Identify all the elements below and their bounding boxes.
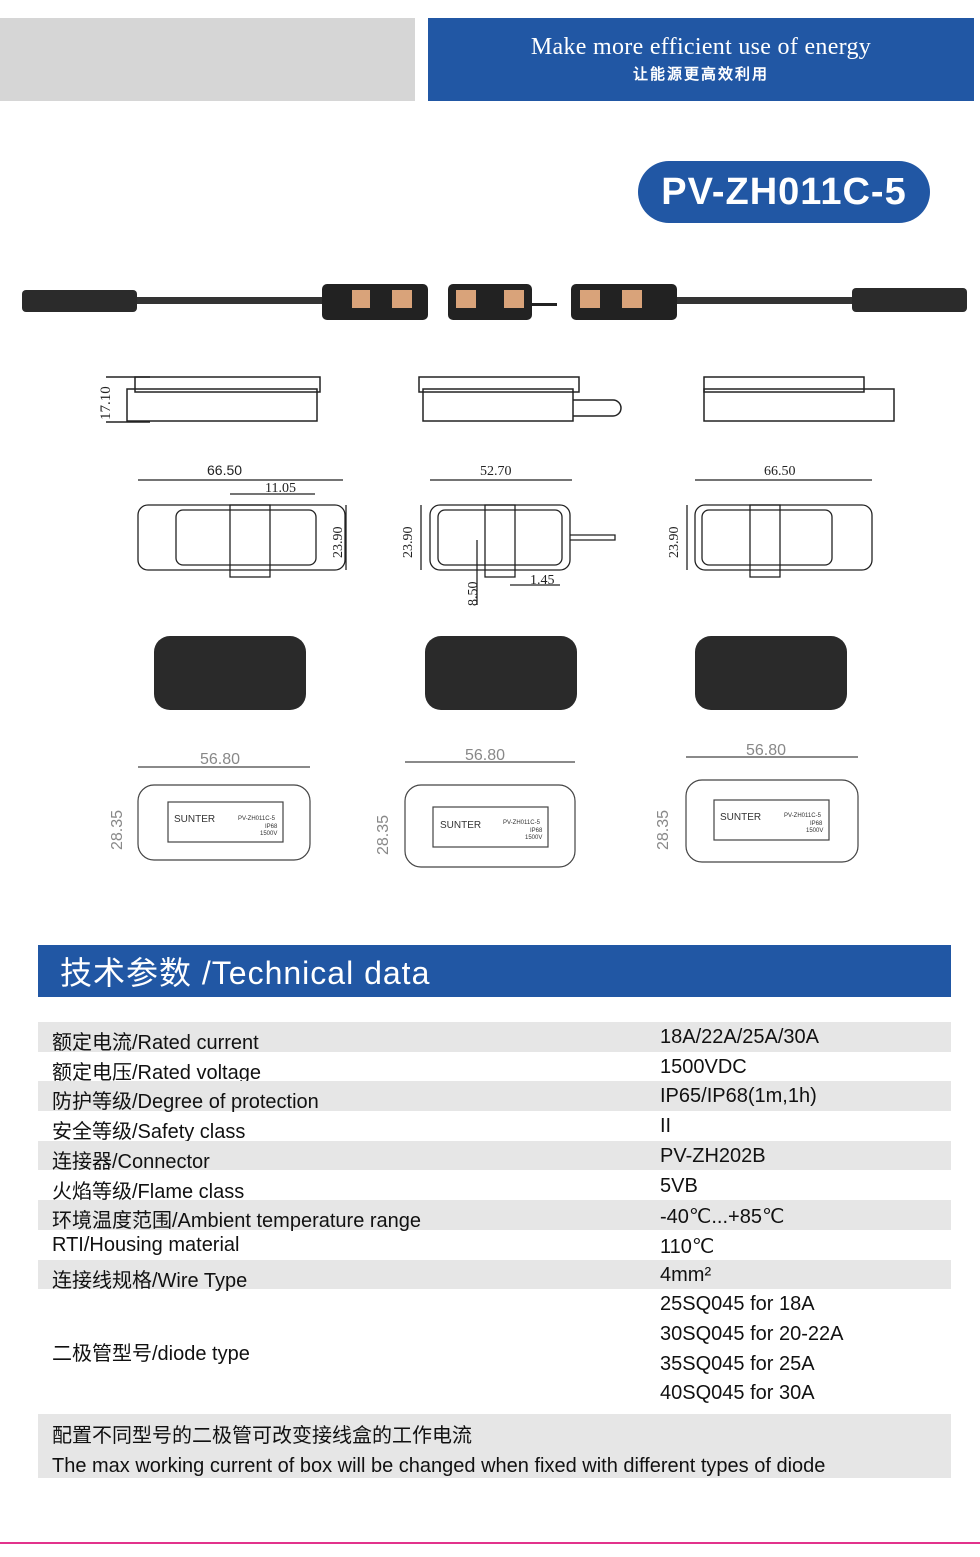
spec-value: 1500VDC (660, 1056, 747, 1086)
spec-value: 25SQ045 for 18A 30SQ045 for 20-22A 35SQ045… (660, 1293, 843, 1412)
svg-text:52.70: 52.70 (480, 464, 512, 479)
spec-value-line: 1500VDC (660, 1055, 747, 1078)
spec-row: 环境温度范围/Ambient temperature range -40℃...+… (38, 1200, 951, 1233)
grey-banner (0, 18, 415, 101)
spec-value-line: 25SQ045 for 18A (660, 1293, 815, 1316)
spec-value: IP65/IP68(1m,1h) (660, 1085, 817, 1115)
svg-text:56.80: 56.80 (746, 742, 786, 759)
spec-value-line: -40℃...+85℃ (660, 1206, 785, 1229)
svg-text:66.50: 66.50 (207, 462, 242, 478)
top-view-drawings: 66.50 11.05 23.90 52.70 23.90 8.50 1.45 … (137, 462, 873, 607)
svg-text:23.90: 23.90 (667, 527, 682, 559)
spec-label: 连接线规格/Wire Type (52, 1269, 248, 1292)
spec-value: 5VB (660, 1175, 698, 1205)
spec-row: 防护等级/Degree of protection IP65/IP68(1m,1h… (38, 1081, 951, 1114)
cover-drawing-1: 56.80 28.35 SUNTER PV-ZH011C-5 IP68 1500… (109, 751, 311, 861)
connector-right (852, 288, 967, 312)
spec-value-line: 18A/22A/25A/30A (660, 1026, 820, 1048)
spec-value-line: IP65/IP68(1m,1h) (660, 1085, 817, 1108)
spec-value: 4mm² (660, 1264, 711, 1294)
svg-text:23.90: 23.90 (401, 527, 416, 559)
diode-note: 配置不同型号的二极管可改变接线盒的工作电流 The max working cu… (38, 1414, 951, 1478)
svg-text:1500V: 1500V (260, 831, 277, 837)
spec-label: 二极管型号/diode type (52, 1342, 250, 1365)
spec-row: 火焰等级/Flame class 5VB (38, 1171, 951, 1203)
svg-text:28.35: 28.35 (375, 815, 392, 855)
spec-value-line: II (660, 1115, 672, 1138)
cable-right (670, 297, 860, 304)
svg-text:PV-ZH011C-5: PV-ZH011C-5 (503, 820, 541, 826)
side-view-drawings: 17.10 (98, 376, 895, 423)
spec-value: II (660, 1115, 671, 1145)
slogan-chinese: 让能源更高效利用 (632, 66, 769, 83)
spec-row: RTI/Housing material 110℃ (38, 1230, 951, 1260)
cover-photo-1 (154, 636, 306, 710)
svg-text:1500V: 1500V (525, 835, 542, 841)
spec-label: 环境温度范围/Ambient temperature range (52, 1210, 422, 1233)
slogan-banner: Make more efficient use of energy 让能源更高效… (428, 18, 974, 101)
junction-box-right (571, 284, 677, 320)
cable-left (130, 297, 330, 304)
cover-drawing-3: 56.80 28.35 SUNTER PV-ZH011C-5 IP68 1500… (655, 742, 859, 863)
spec-value-line: 4mm² (660, 1263, 712, 1286)
cover-photo-3 (695, 636, 847, 710)
spec-value: -40℃...+85℃ (660, 1204, 784, 1234)
spec-label: 防护等级/Degree of protection (52, 1091, 319, 1114)
spec-label: 火焰等级/Flame class (52, 1180, 245, 1203)
spec-value-line: 35SQ045 for 25A (660, 1352, 815, 1375)
note-english: The max working current of box will be c… (52, 1455, 826, 1477)
spec-row: 连接器/Connector PV-ZH202B (38, 1140, 951, 1173)
cover-drawings: 56.80 28.35 SUNTER PV-ZH011C-5 IP68 1500… (109, 742, 859, 868)
svg-text:PV-ZH011C-5: PV-ZH011C-5 (784, 813, 822, 819)
svg-text:28.35: 28.35 (655, 810, 672, 850)
model-title: PV-ZH011C-5 (638, 161, 930, 223)
note-chinese: 配置不同型号的二极管可改变接线盒的工作电流 (52, 1425, 472, 1447)
spec-value-line: PV-ZH202B (660, 1144, 766, 1167)
slogan-english: Make more efficient use of energy (530, 34, 872, 60)
product-photo (22, 284, 967, 320)
svg-text:8.50: 8.50 (466, 582, 481, 607)
svg-text:28.35: 28.35 (109, 810, 126, 850)
svg-text:56.80: 56.80 (200, 751, 240, 768)
spec-value: PV-ZH202B (660, 1145, 766, 1175)
svg-text:SUNTER: SUNTER (174, 814, 215, 825)
spec-value: 18A/22A/25A/30A (660, 1026, 819, 1056)
svg-text:1500V: 1500V (806, 828, 823, 834)
spec-value-line: 110℃ (660, 1235, 715, 1258)
cover-drawing-2: 56.80 28.35 SUNTER PV-ZH011C-5 IP68 1500… (375, 747, 576, 868)
spec-row: 连接线规格/Wire Type 4mm² (38, 1259, 951, 1292)
svg-text:SUNTER: SUNTER (440, 820, 481, 831)
svg-text:11.05: 11.05 (265, 481, 296, 496)
spec-value-line: 40SQ045 for 30A (660, 1382, 815, 1405)
spec-row: 二极管型号/diode type 25SQ045 for 18A 30SQ045 f… (38, 1289, 951, 1412)
svg-text:IP68: IP68 (265, 824, 278, 830)
svg-text:1.45: 1.45 (530, 573, 555, 588)
svg-text:23.90: 23.90 (331, 527, 346, 559)
spec-value-line: 30SQ045 for 20-22A (660, 1322, 844, 1345)
spec-label: 额定电压/Rated voltage (52, 1061, 261, 1084)
spec-value-line: 5VB (660, 1174, 698, 1197)
junction-box-left (322, 284, 428, 320)
junction-box-middle (448, 284, 557, 320)
spec-label: 额定电流/Rated current (52, 1032, 259, 1054)
technical-data-header: 技术参数 /Technical data (38, 945, 951, 997)
footer-divider (0, 1542, 980, 1544)
svg-text:66.50: 66.50 (764, 464, 796, 479)
connector-left (22, 290, 137, 312)
spec-row: 安全等级/Safety class II (38, 1111, 951, 1144)
svg-text:IP68: IP68 (530, 828, 543, 834)
svg-text:56.80: 56.80 (465, 747, 505, 764)
cover-photo-2 (425, 636, 577, 710)
spec-label: RTI/Housing material (52, 1233, 240, 1256)
svg-text:17.10: 17.10 (98, 386, 114, 420)
spec-label: 安全等级/Safety class (52, 1121, 246, 1144)
spec-label: 连接器/Connector (52, 1150, 210, 1173)
spec-row: 额定电流/Rated current 18A/22A/25A/30A (38, 1022, 951, 1054)
svg-text:IP68: IP68 (810, 821, 823, 827)
spec-row: 额定电压/Rated voltage 1500VDC (38, 1052, 951, 1084)
svg-text:PV-ZH011C-5: PV-ZH011C-5 (238, 816, 276, 822)
spec-value: 110℃ (660, 1234, 714, 1264)
svg-text:SUNTER: SUNTER (720, 812, 761, 823)
